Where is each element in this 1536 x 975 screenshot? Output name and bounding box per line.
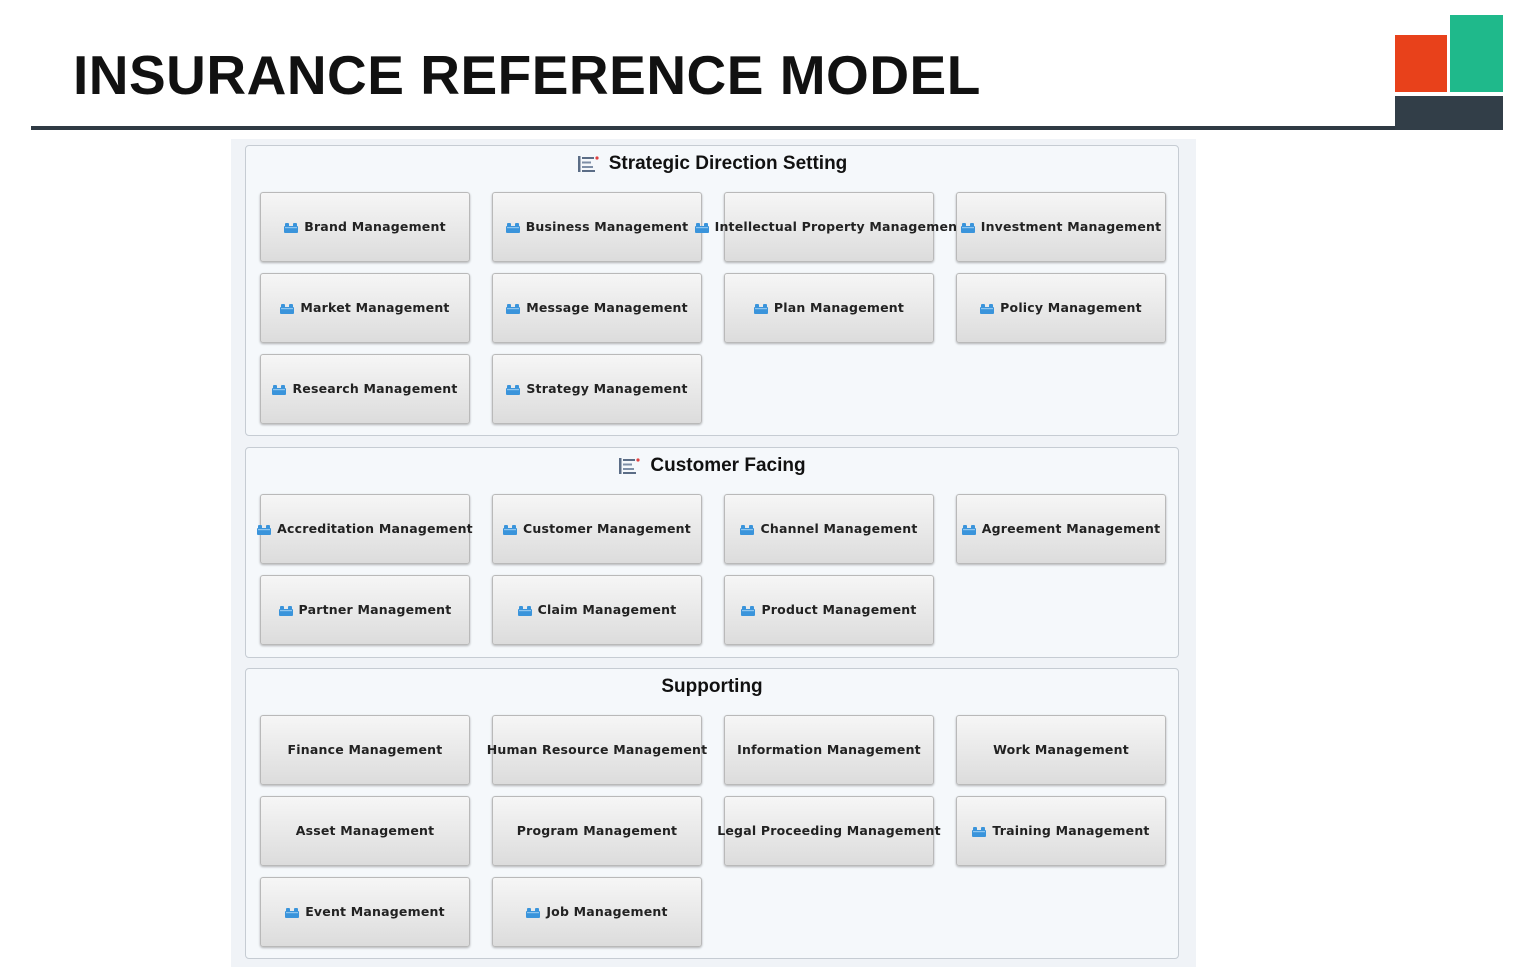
logo-dark-block [1395,96,1503,130]
capability-box-brand-management[interactable]: Brand Management [260,192,470,262]
capability-box-partner-management[interactable]: Partner Management [260,575,470,645]
capability-box-claim-management[interactable]: Claim Management [492,575,702,645]
capability-box-policy-management[interactable]: Policy Management [956,273,1166,343]
capability-label: Job Management [546,904,668,919]
capability-label: Channel Management [760,521,918,536]
layer-header: Supporting [246,675,1178,699]
capability-icon [961,524,976,535]
capability-label: Brand Management [304,219,446,234]
capability-label: Message Management [526,300,688,315]
capability-box-market-management[interactable]: Market Management [260,273,470,343]
capability-label: Research Management [292,381,458,396]
capability-label: Information Management [737,742,921,757]
capability-box-strategy-management[interactable]: Strategy Management [492,354,702,424]
capability-label: Finance Management [287,742,443,757]
capability-box-business-management[interactable]: Business Management [492,192,702,262]
capability-label: Claim Management [537,602,677,617]
capability-box-message-management[interactable]: Message Management [492,273,702,343]
capability-label: Legal Proceeding Management [717,823,941,838]
capability-label: Plan Management [773,300,905,315]
layer-list-icon [577,156,599,172]
title-rule [31,126,1397,130]
layer-header: Customer Facing [246,454,1178,478]
capability-icon [526,907,541,918]
capability-label: Event Management [305,904,445,919]
capability-box-training-management[interactable]: Training Management [956,796,1166,866]
capability-box-research-management[interactable]: Research Management [260,354,470,424]
capability-box-information-management[interactable]: Information Management [724,715,934,785]
layer-list-icon [619,458,640,474]
capability-icon [960,222,975,233]
capability-box-legal-proceeding-management[interactable]: Legal Proceeding Management [717,796,941,866]
capability-icon [503,524,518,535]
capability-icon [280,303,295,314]
logo-orange-block [1395,35,1447,92]
capability-box-program-management[interactable]: Program Management [492,796,702,866]
capability-label: Asset Management [295,823,435,838]
capability-icon [980,303,995,314]
capability-icon [506,303,521,314]
capability-box-product-management[interactable]: Product Management [724,575,934,645]
capability-label: Intellectual Property Management [714,219,964,234]
capability-icon [278,605,293,616]
capability-icon [741,605,756,616]
capability-box-channel-management[interactable]: Channel Management [724,494,934,564]
capability-label: Market Management [300,300,450,315]
capability-box-event-management[interactable]: Event Management [260,877,470,947]
capability-label: Work Management [993,742,1129,757]
capability-label: Policy Management [1000,300,1142,315]
capability-icon [753,303,768,314]
capability-box-plan-management[interactable]: Plan Management [724,273,934,343]
capability-box-agreement-management[interactable]: Agreement Management [956,494,1166,564]
layer-title: Supporting [661,676,763,697]
logo-green-block [1450,15,1503,92]
capability-label: Human Resource Management [486,742,708,757]
capability-icon [972,826,987,837]
capability-box-asset-management[interactable]: Asset Management [260,796,470,866]
capability-box-customer-management[interactable]: Customer Management [492,494,702,564]
layer-header: Strategic Direction Setting [246,152,1178,176]
capability-label: Business Management [525,219,689,234]
capability-label: Accreditation Management [277,521,473,536]
capability-box-work-management[interactable]: Work Management [956,715,1166,785]
capability-icon [272,384,287,395]
capability-label: Partner Management [298,602,452,617]
capability-label: Investment Management [980,219,1162,234]
capability-box-human-resource-management[interactable]: Human Resource Management [487,715,707,785]
capability-icon [505,222,520,233]
page-title: INSURANCE REFERENCE MODEL [73,44,981,106]
capability-label: Customer Management [523,521,691,536]
capability-box-investment-management[interactable]: Investment Management [956,192,1166,262]
capability-label: Program Management [516,823,678,838]
capability-box-finance-management[interactable]: Finance Management [260,715,470,785]
capability-label: Training Management [992,823,1150,838]
capability-box-intellectual-property-management[interactable]: Intellectual Property Management [694,192,963,262]
layer-title: Strategic Direction Setting [608,153,848,174]
capability-box-accreditation-management[interactable]: Accreditation Management [257,494,473,564]
capability-icon [517,605,532,616]
capability-icon [506,384,521,395]
capability-icon [694,222,709,233]
layer-title: Customer Facing [650,455,806,476]
capability-icon [284,222,299,233]
capability-icon [257,524,272,535]
capability-icon [740,524,755,535]
capability-label: Product Management [761,602,917,617]
capability-label: Strategy Management [526,381,688,396]
capability-label: Agreement Management [981,521,1161,536]
capability-box-job-management[interactable]: Job Management [492,877,702,947]
capability-icon [285,907,300,918]
